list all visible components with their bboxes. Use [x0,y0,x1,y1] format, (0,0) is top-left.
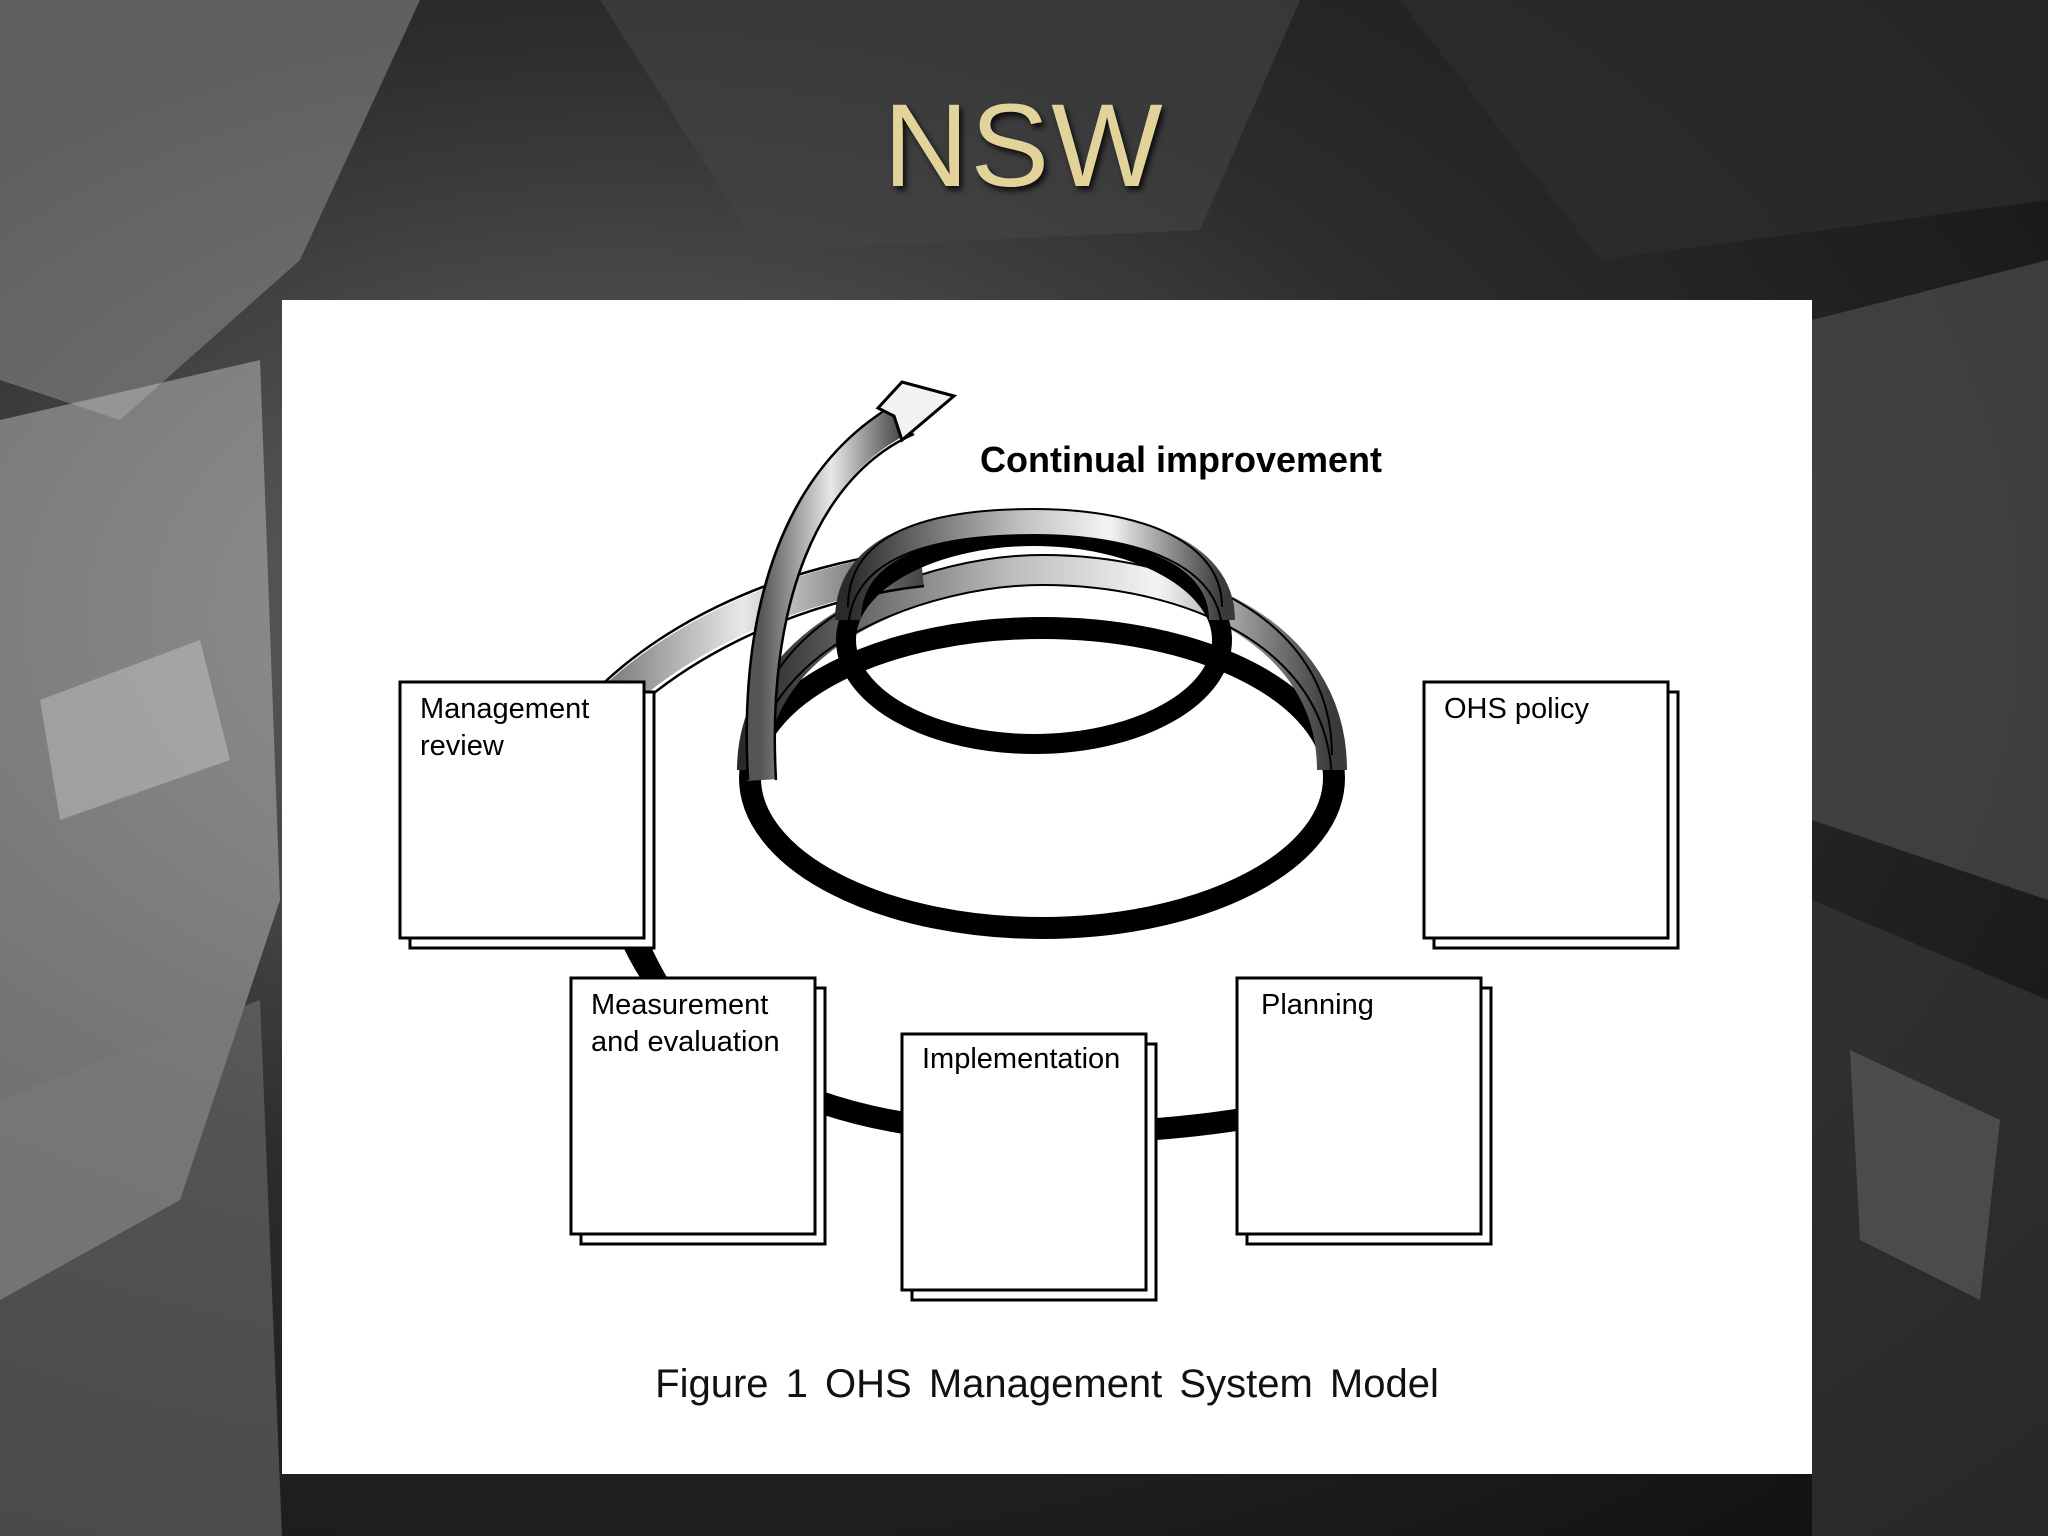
box-measurement-evaluation: Measurement and evaluation [569,976,827,1246]
svg-text:and evaluation: and evaluation [591,1026,780,1058]
box-label: Management [420,693,589,725]
svg-text:Management: Management [420,693,589,725]
spiral-ring-lower-shadow [739,617,1345,939]
box-label: Measurement [591,989,768,1021]
box-management-review: Management review [398,680,656,950]
figure-caption: Figure 1 OHS Management System Model [655,1362,1439,1406]
ribbon-rise [745,406,909,781]
box-implementation: Implementation [900,1032,1158,1302]
box-label: and evaluation [591,1026,780,1058]
ohs-model-diagram: Continual improvement Management review … [398,380,1680,1302]
box-label: OHS policy [1444,693,1590,725]
box-label: Implementation [922,1043,1120,1075]
figure-panel: Continual improvement Management review … [282,300,1812,1474]
continual-improvement-arrowhead [875,380,958,443]
box-ohs-policy: OHS policy [1422,680,1680,950]
svg-text:Planning: Planning [1261,989,1374,1021]
svg-text:review: review [420,730,505,762]
continual-improvement-label: Continual improvement [980,439,1382,480]
slide-title: NSW [883,80,1165,212]
box-planning: Planning [1235,976,1493,1246]
box-label: review [420,730,505,762]
spiral-ring-lower [737,554,1347,771]
svg-text:OHS policy: OHS policy [1444,693,1590,725]
box-label: Planning [1261,989,1374,1021]
svg-text:Measurement: Measurement [591,989,768,1021]
svg-text:Implementation: Implementation [922,1043,1120,1075]
spiral-ring-upper [835,508,1235,621]
